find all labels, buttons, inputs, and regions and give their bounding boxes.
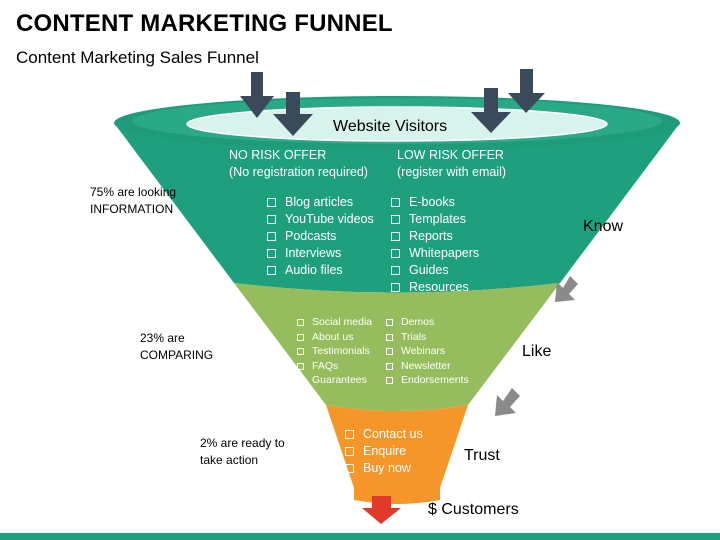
list-item: Demos	[386, 317, 469, 332]
checkbox-icon	[267, 198, 276, 207]
list-item: Contact us	[345, 428, 423, 445]
page-title: CONTENT MARKETING FUNNEL	[16, 10, 393, 37]
list-item: Guarantees	[297, 375, 372, 390]
compare-left-list: Social media About us Testimonials FAQs …	[297, 317, 372, 390]
list-item: FAQs	[297, 360, 372, 376]
checkbox-icon	[345, 464, 354, 473]
checkbox-icon	[267, 249, 276, 258]
list-item: Endorsements	[386, 375, 469, 390]
arrow-in-3	[471, 88, 511, 133]
no-risk-heading: NO RISK OFFER	[229, 148, 327, 162]
footer-bar	[0, 533, 720, 540]
checkbox-icon	[386, 377, 393, 384]
checkbox-icon	[391, 232, 400, 241]
funnel-bottom-section	[326, 405, 468, 504]
side-note-line: take action	[200, 453, 259, 467]
checkbox-icon	[297, 377, 304, 384]
checkbox-icon	[386, 348, 393, 355]
checkbox-icon	[345, 447, 354, 456]
list-item: Audio files	[267, 264, 374, 281]
side-note-line: 75% are looking	[90, 185, 177, 199]
checkbox-icon	[386, 333, 393, 341]
arrow-in-1	[240, 72, 274, 118]
arrow-in-2	[273, 92, 313, 136]
side-note-information: 75% are looking INFORMATION	[90, 184, 176, 218]
stage-customers: $ Customers	[428, 501, 519, 518]
list-item: Resources	[391, 281, 479, 298]
list-item: Guides	[391, 264, 479, 281]
checkbox-icon	[391, 283, 400, 292]
compare-right-list: Demos Trials Webinars Newsletter Endorse…	[386, 317, 469, 390]
stage-know: Know	[583, 218, 624, 235]
no-risk-subheading: (No registration required)	[229, 164, 368, 179]
list-item: Testimonials	[297, 346, 372, 361]
list-item: Interviews	[267, 247, 374, 264]
no-risk-offer-block: NO RISK OFFER (No registration required)	[229, 149, 368, 178]
checkbox-icon	[297, 348, 304, 355]
checkbox-icon	[297, 362, 304, 370]
side-note-action: 2% are ready to take action	[200, 435, 285, 469]
checkbox-icon	[391, 198, 400, 207]
checkbox-icon	[297, 319, 304, 326]
side-note-line: INFORMATION	[90, 202, 174, 216]
low-risk-offer-block: LOW RISK OFFER (register with email)	[397, 149, 506, 178]
list-item: Webinars	[386, 346, 469, 361]
checkbox-icon	[297, 333, 304, 341]
list-item: Blog articles	[267, 196, 374, 213]
list-item: Whitepapers	[391, 247, 479, 264]
action-list: Contact us Enquire Buy now	[345, 428, 423, 479]
list-item: Templates	[391, 213, 479, 230]
arrow-out	[362, 496, 401, 524]
checkbox-icon	[391, 215, 400, 224]
list-item: Social media	[297, 317, 372, 332]
no-risk-list: Blog articles YouTube videos Podcasts In…	[267, 196, 374, 281]
checkbox-icon	[391, 249, 400, 258]
low-risk-heading: LOW RISK OFFER	[397, 148, 504, 162]
checkbox-icon	[391, 266, 400, 275]
list-item: About us	[297, 331, 372, 347]
checkbox-icon	[345, 430, 354, 439]
page-subtitle: Content Marketing Sales Funnel	[16, 48, 259, 67]
website-visitors-label: Website Visitors	[333, 118, 448, 135]
list-item: Podcasts	[267, 230, 374, 247]
list-item: Buy now	[345, 462, 423, 479]
list-item: Reports	[391, 230, 479, 247]
checkbox-icon	[386, 362, 393, 370]
side-note-comparing: 23% are COMPARING	[140, 330, 213, 364]
side-note-line: COMPARING	[140, 348, 214, 362]
stage-trust: Trust	[464, 447, 500, 464]
checkbox-icon	[386, 319, 393, 326]
stage-like: Like	[522, 343, 552, 360]
list-item: Trials	[386, 331, 469, 347]
low-risk-subheading: (register with email)	[397, 164, 507, 179]
side-note-line: 2% are ready to	[200, 436, 285, 450]
checkbox-icon	[267, 232, 276, 241]
list-item: Newsletter	[386, 360, 469, 376]
arrow-know-like	[555, 276, 578, 302]
list-item: YouTube videos	[267, 213, 374, 230]
funnel-middle-section	[234, 283, 560, 411]
list-item: Enquire	[345, 445, 423, 462]
checkbox-icon	[267, 266, 276, 275]
arrow-in-4	[508, 69, 545, 113]
list-item: E-books	[391, 196, 479, 213]
side-note-line: 23% are	[140, 331, 185, 345]
low-risk-list: E-books Templates Reports Whitepapers Gu…	[391, 196, 479, 298]
arrow-like-trust	[495, 388, 520, 416]
checkbox-icon	[267, 215, 276, 224]
funnel-top-section	[114, 123, 680, 293]
